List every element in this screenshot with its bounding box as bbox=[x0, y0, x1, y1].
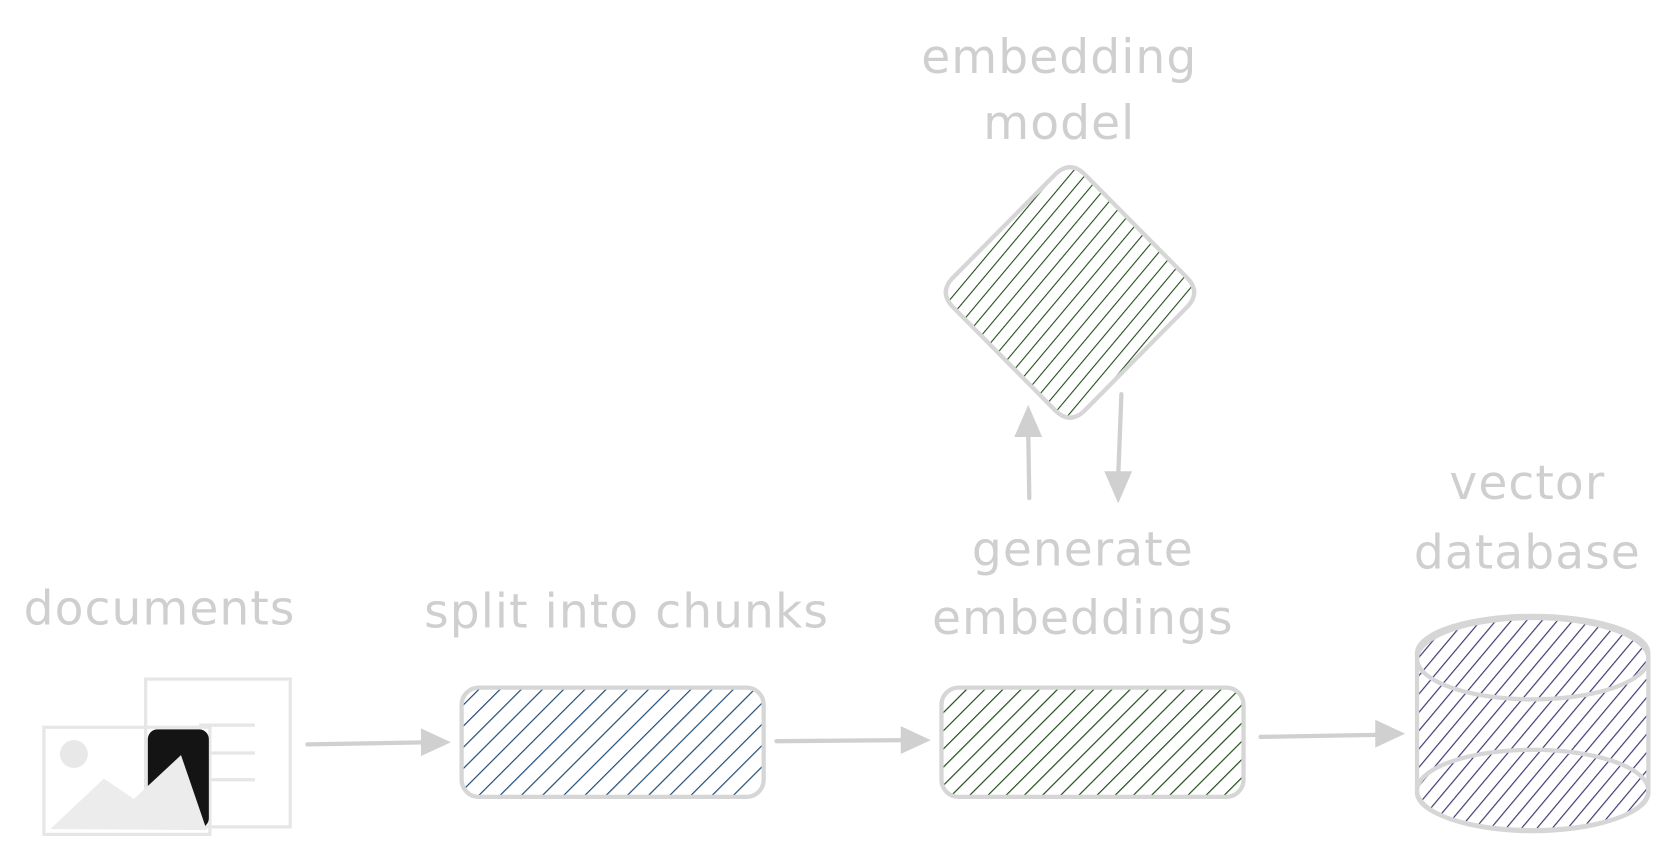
model-diamond bbox=[943, 164, 1197, 420]
arrow-documents-to-split bbox=[305, 740, 432, 747]
vector-db-label-line1: vector bbox=[1449, 456, 1605, 511]
generate-box bbox=[939, 685, 1246, 800]
arrowhead-icon bbox=[900, 726, 931, 755]
documents-node: documents bbox=[24, 581, 296, 836]
database-cylinder-icon bbox=[1414, 613, 1651, 834]
vector-database-node: vector database bbox=[1414, 456, 1651, 834]
arrowhead-icon bbox=[1375, 719, 1406, 748]
generate-embeddings-node: generate embeddings bbox=[932, 523, 1246, 800]
split-node: split into chunks bbox=[424, 585, 829, 800]
arrow-split-to-generate bbox=[774, 737, 912, 744]
model-label-line1: embedding bbox=[921, 30, 1197, 85]
vector-db-label-line2: database bbox=[1414, 526, 1641, 581]
arrow-model-to-generate bbox=[1116, 392, 1124, 479]
model-label-line2: model bbox=[983, 96, 1135, 151]
split-label: split into chunks bbox=[424, 585, 829, 640]
documents-image-icon bbox=[42, 677, 292, 836]
generate-label-line1: generate bbox=[972, 523, 1194, 578]
arrowhead-icon bbox=[1104, 471, 1133, 504]
generate-label-line2: embeddings bbox=[932, 591, 1234, 646]
split-box bbox=[459, 685, 766, 800]
documents-label: documents bbox=[24, 581, 296, 636]
embedding-model-node: embedding model bbox=[921, 30, 1197, 420]
arrowhead-icon bbox=[420, 728, 451, 757]
arrowhead-icon bbox=[1014, 404, 1043, 437]
arrow-generate-to-vector-db bbox=[1258, 732, 1385, 740]
arrow-generate-to-model bbox=[1026, 428, 1032, 501]
